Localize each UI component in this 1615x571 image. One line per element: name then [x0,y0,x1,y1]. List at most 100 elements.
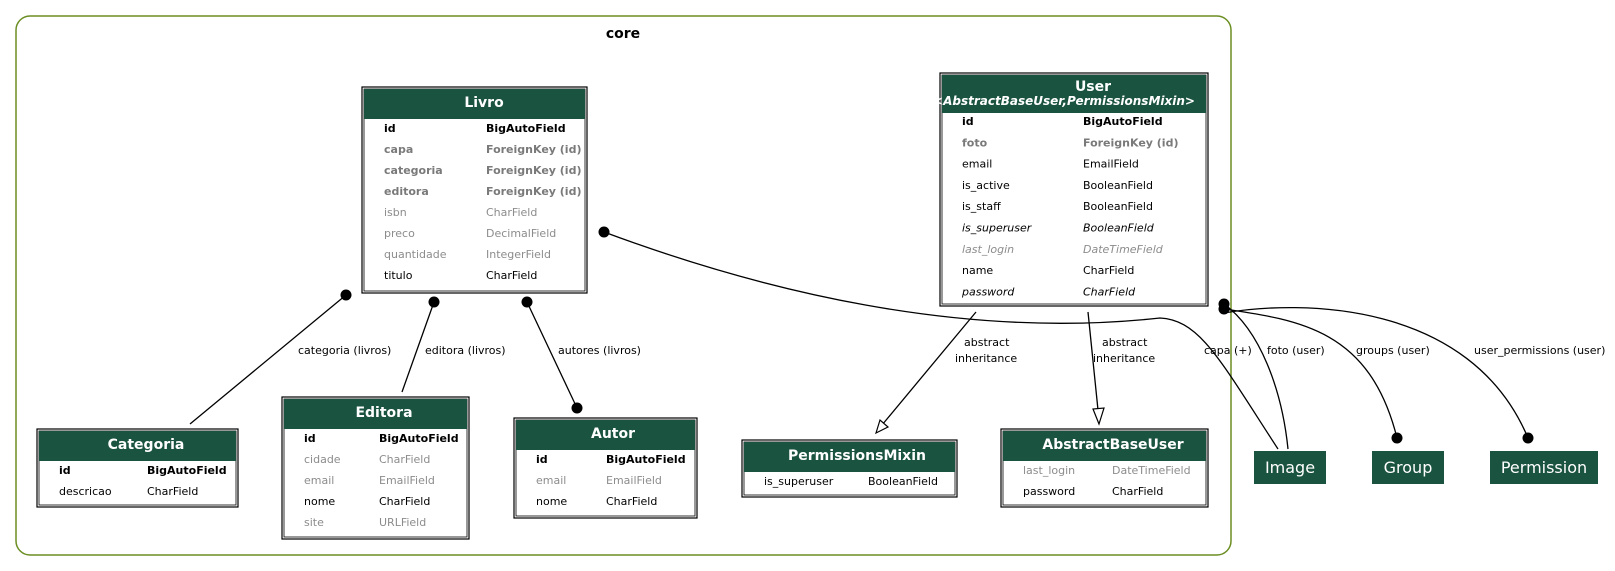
model-user-header [942,75,1206,113]
model-livro-field-isbn-name: isbn [384,206,407,219]
model-permissions-mixin: PermissionsMixin is_superuser BooleanFiel… [741,439,958,498]
model-editora-field-site-name: site [304,516,324,529]
model-abstract-base-user-header [1003,431,1206,461]
model-editora-field-nome-type: CharField [379,495,430,508]
model-categoria-header [39,431,236,461]
model-livro-field-isbn-type: CharField [486,206,537,219]
external-group: Group [1372,451,1444,484]
model-user-field-is-active-name: is_active [962,179,1010,192]
edge-label-user-permissions: user_permissions (user) [1474,344,1605,357]
model-autor-field-email-name: email [536,474,566,487]
model-autor-field-nome-type: CharField [606,495,657,508]
model-user-field-is-active-type: BooleanField [1083,179,1153,192]
edge-user-permissions [1223,306,1529,439]
model-editora-field-nome-name: nome [304,495,335,508]
model-autor-field-id-type: BigAutoField [606,453,686,466]
edge-label-inheritance-1: inheritance [955,352,1017,365]
model-livro-field-categoria-type: ForeignKey (id) [486,164,581,177]
model-abstract-base-user-field-last-login-name: last_login [1023,464,1075,477]
edge-foto [1223,303,1289,450]
edge-user-permissions-end-dot [1522,432,1534,444]
model-editora-field-cidade-type: CharField [379,453,430,466]
edge-groups-end-dot [1391,432,1403,444]
edge-editora [401,301,435,393]
model-user-title: User [1075,79,1111,95]
edge-label-groups: groups (user) [1356,344,1430,357]
model-abstract-base-user-field-last-login-type: DateTimeField [1112,464,1191,477]
edge-autores-end-dot [571,402,583,414]
edge-editora-end-dot [428,296,440,308]
model-abstract-base-user-field-password-name: password [1023,485,1075,498]
model-autor: Autor id BigAutoField email EmailField nome C… [513,417,698,519]
model-categoria-field-id-type: BigAutoField [147,464,227,477]
model-livro-field-id-name: id [384,122,396,135]
model-editora-field-cidade-name: cidade [304,453,341,466]
model-autor-title: Autor [591,426,635,442]
external-permission-label: Permission [1501,458,1587,477]
model-editora-field-id-name: id [304,432,316,445]
edge-label-abstract-2: abstract [1102,336,1148,349]
edge-label-abstract-1: abstract [964,336,1010,349]
edge-categoria-end-dot [340,289,352,301]
model-categoria-field-id-name: id [59,464,71,477]
model-abstract-base-user-title: AbstractBaseUser [1042,437,1183,453]
model-user-field-foto-type: ForeignKey (id) [1083,136,1178,149]
model-permissions-mixin-field-is-superuser-type: BooleanField [868,475,938,488]
model-livro-field-quantidade-name: quantidade [384,248,447,261]
model-autor-field-id-name: id [536,453,548,466]
model-editora-title: Editora [355,405,412,421]
model-user-field-name-name: name [962,264,993,277]
edge-label-inheritance-2: inheritance [1093,352,1155,365]
model-user: User <AbstractBaseUser,PermissionsMixin>… [933,72,1209,307]
model-livro-field-titulo-type: CharField [486,269,537,282]
edge-autores [526,301,578,409]
edge-label-categoria: categoria (livros) [298,344,391,357]
model-autor-field-email-type: EmailField [606,474,662,487]
edge-inherit-abstract-base-user-arrow [1092,407,1105,426]
model-livro-header [364,89,585,119]
model-editora-field-site-type: URLField [379,516,426,529]
edge-groups [1223,308,1398,439]
model-livro-field-categoria-name: categoria [384,164,443,177]
package-core-border [15,15,1232,556]
model-livro-field-titulo-name: titulo [384,269,413,282]
external-image-label: Image [1265,458,1315,477]
model-user-field-is-staff-name: is_staff [962,200,1001,213]
model-user-field-last-login-type: DateTimeField [1083,243,1164,256]
model-user-field-email-type: EmailField [1083,158,1139,171]
model-autor-header [516,420,695,450]
model-livro-field-capa-type: ForeignKey (id) [486,143,581,156]
model-livro-title: Livro [464,95,504,111]
edge-categoria [189,294,347,425]
model-editora-header [284,399,467,429]
edge-label-editora: editora (livros) [425,344,506,357]
model-editora-field-email-name: email [304,474,334,487]
model-autor-field-nome-name: nome [536,495,567,508]
model-livro-field-capa-name: capa [384,143,413,156]
edge-capa-start-dot [598,226,610,238]
model-livro-field-preco-type: DecimalField [486,227,556,240]
model-livro-field-preco-name: preco [384,227,415,240]
model-user-field-email-name: email [962,158,992,171]
model-user-field-is-staff-type: BooleanField [1083,200,1153,213]
model-permissions-mixin-title: PermissionsMixin [788,448,926,464]
model-livro-field-editora-name: editora [384,185,429,198]
model-editora-field-email-type: EmailField [379,474,435,487]
edge-inherit-permissions-mixin-arrow [875,418,890,435]
model-user-field-last-login-name: last_login [962,243,1014,256]
model-user-field-is-superuser-name: is_superuser [962,222,1033,235]
model-abstract-base-user-field-password-type: CharField [1112,485,1163,498]
model-user-field-id-type: BigAutoField [1083,115,1163,128]
model-user-field-password-type: CharField [1083,285,1136,298]
edge-inherit-permissions-mixin [881,311,977,426]
model-permissions-mixin-field-is-superuser-name: is_superuser [764,475,834,488]
model-livro-field-quantidade-type: IntegerField [486,248,551,261]
model-livro-field-editora-type: ForeignKey (id) [486,185,581,198]
model-user-subtitle: <AbstractBaseUser,PermissionsMixin> [933,94,1195,108]
model-abstract-base-user: AbstractBaseUser last_login DateTimeField… [1000,428,1209,508]
external-permission: Permission [1490,451,1598,484]
